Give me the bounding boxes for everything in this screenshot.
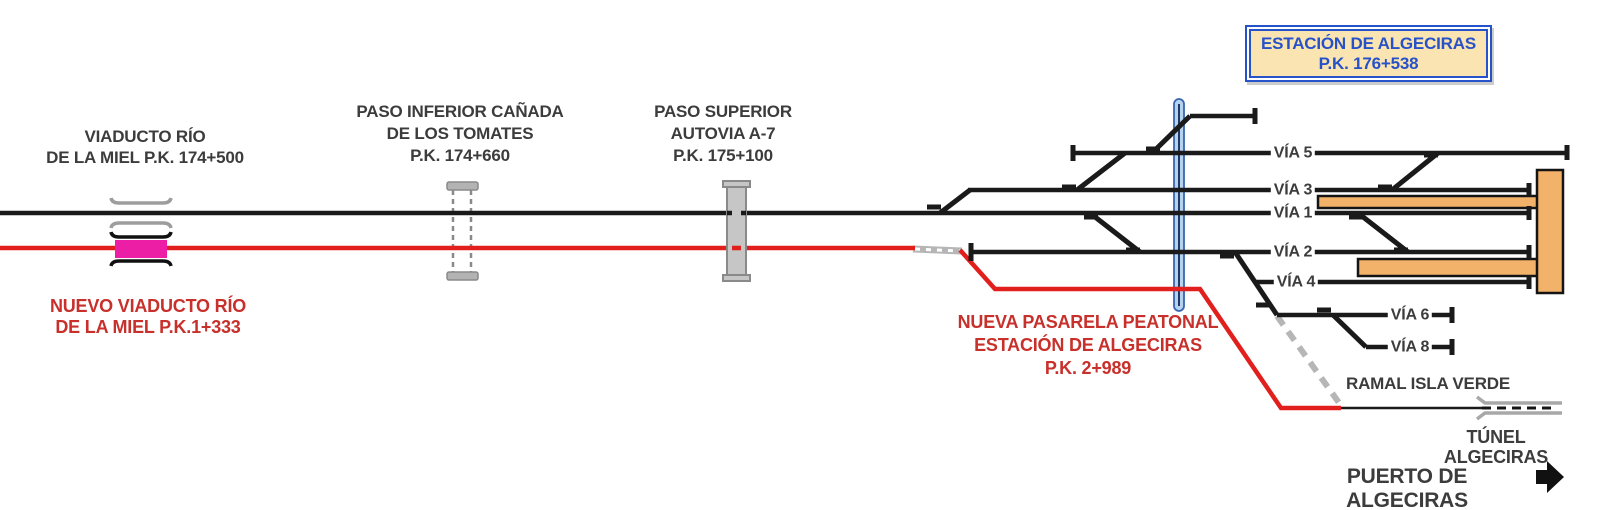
track-label-via5: VÍA 5 [1270,143,1316,163]
station-box-pk: P.K. 176+538 [1318,53,1419,73]
tunel-algeciras-label: TÚNEL ALGECIRAS [1443,427,1549,467]
ramal-isla-verde-label: RAMAL ISLA VERDE [1346,374,1510,393]
new-viaduct-symbol [109,231,173,267]
paso-inferior-label: PASO INFERIOR CAÑADA DE LOS TOMATES P.K.… [356,102,564,165]
track-label-via4: VÍA 4 [1273,272,1319,292]
turnout-via6-to-via8 [1331,313,1368,349]
nueva-pasarela-label: NUEVA PASARELA PEATONAL ESTACIÓN DE ALGE… [957,312,1219,378]
track-label-via8: VÍA 8 [1387,337,1433,357]
new-line-bypass [958,248,1341,411]
station-box-title: ESTACIÓN DE ALGECIRAS [1261,33,1476,53]
paso-superior-symbol [722,180,751,282]
tunnel-top-wall [1475,395,1562,405]
new-viaduct-top-bracket [109,231,173,239]
removed-connections [912,245,1345,409]
existing-viaduct-symbol [109,197,173,229]
station-box: ESTACIÓN DE ALGECIRAS P.K. 176+538 [1245,25,1492,82]
tunnel-symbol [1475,395,1562,421]
turnout-via3-to-via5 [1075,151,1127,192]
paso-inferior-top-cap [446,181,479,191]
switch-ticks [927,146,1438,313]
existing-viaduct-top-bracket [109,197,173,205]
track-label-via1: VÍA 1 [1270,203,1316,223]
turnout-via3-to-via5-east [1390,151,1440,192]
puerto-de-algeciras-label: PUERTO DE ALGECIRAS [1346,465,1468,510]
turnout-via1-to-via2-east [1356,211,1410,254]
viaducto-rio-label: VIADUCTO RÍO DE LA MIEL P.K. 174+500 [46,127,244,167]
new-viaduct-deck [115,240,167,258]
turnout-via1-to-via2 [1088,211,1142,254]
puerto-arrow-icon [1536,461,1564,493]
paso-inferior-bottom-cap [446,271,479,281]
removed-diagonal [1274,314,1345,409]
nuevo-viaducto-label: NUEVO VIADUCTO RÍO DE LA MIEL P.K.1+333 [49,296,247,337]
track-label-via2: VÍA 2 [1270,242,1316,262]
new-viaduct-bottom-bracket [109,259,173,267]
paso-superior-deck [726,182,747,280]
paso-superior-bottom-cap [722,274,751,282]
station-platforms [1316,168,1565,295]
paso-superior-label: PASO SUPERIOR AUTOVIA A-7 P.K. 175+100 [654,102,792,165]
removed-connector-dashes [914,247,961,253]
paso-inferior-symbol [446,181,479,281]
existing-viaduct-bottom-bracket [109,221,173,229]
tunnel-bottom-wall [1475,411,1562,421]
turnout-main-to-via3 [938,188,972,215]
platform-via3-via1 [1316,194,1542,210]
platform-via2-via4 [1356,257,1542,278]
paso-superior-top-cap [722,180,751,188]
track-label-via3: VÍA 3 [1270,180,1316,200]
platform-head [1535,168,1565,295]
track-label-via6: VÍA 6 [1387,305,1433,325]
buffer-ticks [968,108,1570,355]
